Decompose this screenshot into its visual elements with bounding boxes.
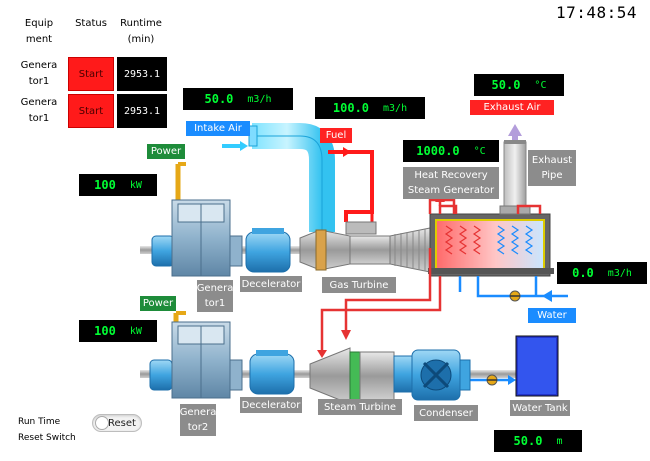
- steam-turbine: [309, 347, 395, 405]
- water-label: Water: [528, 308, 576, 323]
- runtime-header: Runtime (min): [120, 18, 162, 45]
- fuel-flow-readout: 100.0 m3/h: [315, 97, 425, 119]
- generator1-power-readout: 100 kW: [79, 174, 157, 196]
- runtime-value: 2953.1: [117, 94, 167, 128]
- status-start-button[interactable]: Start: [68, 57, 114, 91]
- runtime-value: 2953.1: [117, 57, 167, 91]
- generator-1: [151, 199, 243, 277]
- decelerator-1: [245, 228, 291, 273]
- power-label-1: Power: [147, 144, 185, 159]
- decelerator-2: [249, 350, 295, 395]
- intake-air-label: Intake Air: [186, 121, 250, 136]
- water-tank-level-readout: 50.0 m: [494, 430, 582, 452]
- steam-lines: [320, 198, 542, 350]
- decelerator1-label: Decelerator: [240, 276, 302, 292]
- water-flow-readout: 0.0 m3/h: [557, 262, 647, 284]
- gas-turbine-label: Gas Turbine: [322, 277, 396, 293]
- exhaust-arrow: [508, 124, 522, 140]
- reset-button-label: Reset: [108, 417, 136, 429]
- intake-air-duct: [248, 123, 335, 232]
- decelerator2-label: Decelerator: [240, 397, 302, 413]
- exhaust-temperature-readout: 50.0 °C: [474, 74, 564, 96]
- steam-turbine-label: Steam Turbine: [318, 399, 402, 415]
- generator2-power-readout: 100 kW: [79, 320, 157, 342]
- condenser-label: Condenser: [414, 405, 478, 421]
- hrsg-temperature-readout: 1000.0 °C: [403, 140, 499, 162]
- water-valve[interactable]: [509, 290, 521, 302]
- exhaust-pipe: [499, 140, 531, 215]
- water-tank: [515, 335, 559, 397]
- condenser: [393, 349, 471, 401]
- fuel-label: Fuel: [320, 128, 352, 143]
- exhaust-air-label: Exhaust Air: [470, 100, 554, 115]
- status-header: Status: [75, 18, 107, 29]
- fuel-line: [328, 147, 374, 222]
- power-label-2: Power: [140, 296, 176, 311]
- equipment-header: Equip ment: [24, 18, 54, 45]
- reset-switch-title: Run Time Reset Switch: [18, 417, 76, 443]
- status-start-button[interactable]: Start: [68, 94, 114, 128]
- clock: 17:48:54: [556, 3, 638, 22]
- gas-turbine: [299, 221, 431, 273]
- water-tank-label: Water Tank: [510, 400, 570, 416]
- switch-knob: [95, 416, 109, 430]
- table-row-equipment: Genera tor1: [20, 97, 58, 124]
- runtime-reset-switch[interactable]: Reset: [92, 414, 142, 432]
- generator-2: [149, 321, 243, 399]
- table-row-equipment: Genera tor1: [20, 60, 58, 87]
- intake-air-flow-readout: 50.0 m3/h: [183, 88, 293, 110]
- condenser-valve[interactable]: [486, 374, 498, 386]
- heat-recovery-steam-generator: [428, 213, 554, 277]
